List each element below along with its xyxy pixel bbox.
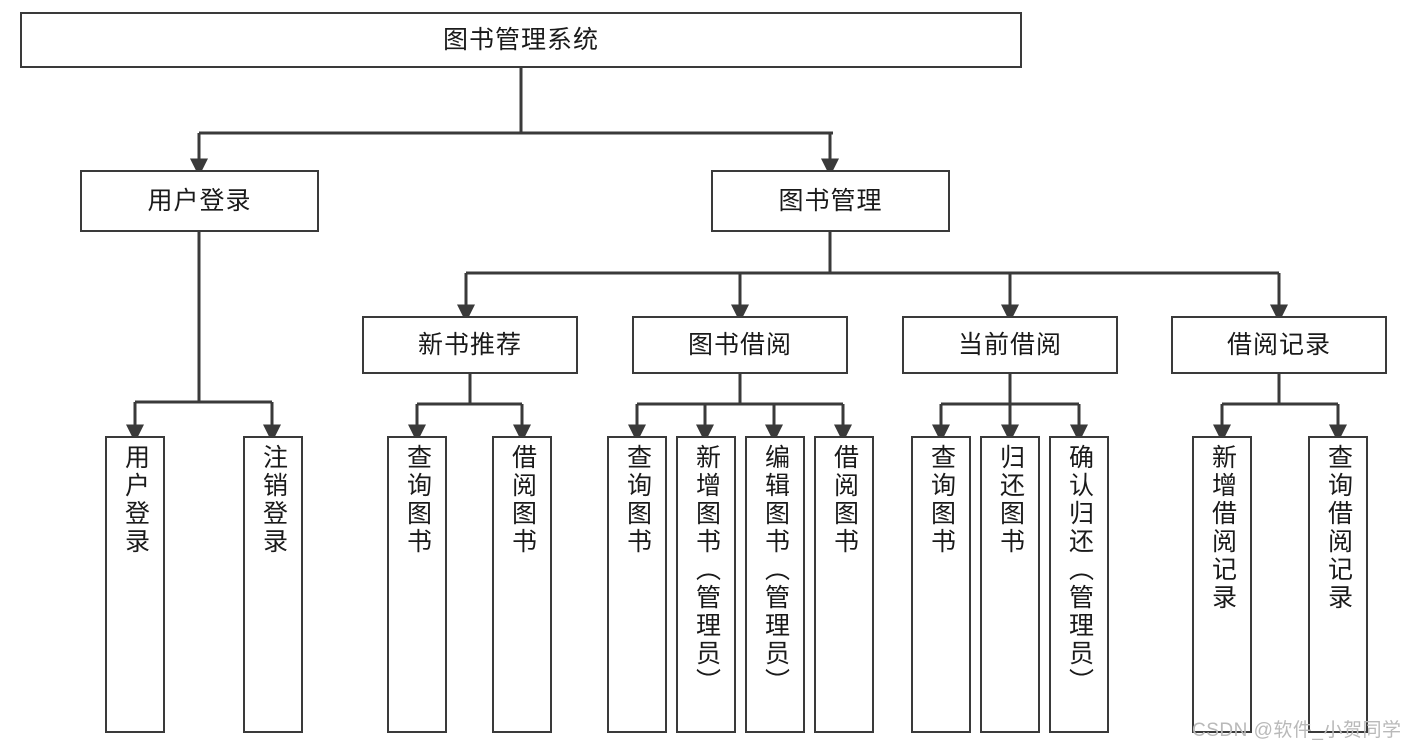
leaf-query-book-2-label: 查询图书: [623, 444, 652, 556]
leaf-confirm-return[interactable]: 确认归还（管理员）: [1049, 436, 1109, 733]
leaf-confirm-return-label: 确认归还（管理员）: [1065, 444, 1094, 696]
leaf-query-record[interactable]: 查询借阅记录: [1308, 436, 1368, 733]
leaf-user-login-label: 用户登录: [121, 444, 150, 556]
leaf-borrow-book-2[interactable]: 借阅图书: [814, 436, 874, 733]
node-user-login[interactable]: 用户登录: [80, 170, 319, 232]
leaf-user-login[interactable]: 用户登录: [105, 436, 165, 733]
leaf-query-record-label: 查询借阅记录: [1324, 444, 1353, 612]
watermark: CSDN @软件_小贺同学: [1192, 720, 1402, 741]
leaf-return-book[interactable]: 归还图书: [980, 436, 1040, 733]
leaf-edit-book-label: 编辑图书（管理员）: [761, 444, 790, 696]
leaf-query-book-2[interactable]: 查询图书: [607, 436, 667, 733]
node-book-borrow-label: 图书借阅: [687, 331, 792, 359]
leaf-return-book-label: 归还图书: [996, 444, 1025, 556]
leaf-add-book[interactable]: 新增图书（管理员）: [676, 436, 736, 733]
leaf-query-book-1-label: 查询图书: [403, 444, 432, 556]
leaf-query-book-3-label: 查询图书: [927, 444, 956, 556]
leaf-logout[interactable]: 注销登录: [243, 436, 303, 733]
node-borrow-record-label: 借阅记录: [1226, 331, 1331, 359]
node-user-login-label: 用户登录: [147, 187, 252, 215]
node-book-manage-label: 图书管理: [778, 187, 883, 215]
leaf-add-book-label: 新增图书（管理员）: [692, 444, 721, 696]
node-new-book-rec-label: 新书推荐: [417, 331, 522, 359]
leaf-query-book-1[interactable]: 查询图书: [387, 436, 447, 733]
leaf-edit-book[interactable]: 编辑图书（管理员）: [745, 436, 805, 733]
leaf-query-book-3[interactable]: 查询图书: [911, 436, 971, 733]
leaf-add-record[interactable]: 新增借阅记录: [1192, 436, 1252, 733]
leaf-logout-label: 注销登录: [259, 444, 288, 556]
leaf-borrow-book-1[interactable]: 借阅图书: [492, 436, 552, 733]
node-new-book-rec[interactable]: 新书推荐: [362, 316, 578, 374]
node-root-label: 图书管理系统: [442, 26, 599, 54]
node-current-borrow-label: 当前借阅: [957, 331, 1062, 359]
node-current-borrow[interactable]: 当前借阅: [902, 316, 1118, 374]
node-book-manage[interactable]: 图书管理: [711, 170, 950, 232]
leaf-add-record-label: 新增借阅记录: [1208, 444, 1237, 612]
node-borrow-record[interactable]: 借阅记录: [1171, 316, 1387, 374]
node-root[interactable]: 图书管理系统: [20, 12, 1022, 68]
leaf-borrow-book-1-label: 借阅图书: [508, 444, 537, 556]
leaf-borrow-book-2-label: 借阅图书: [830, 444, 859, 556]
node-book-borrow[interactable]: 图书借阅: [632, 316, 848, 374]
